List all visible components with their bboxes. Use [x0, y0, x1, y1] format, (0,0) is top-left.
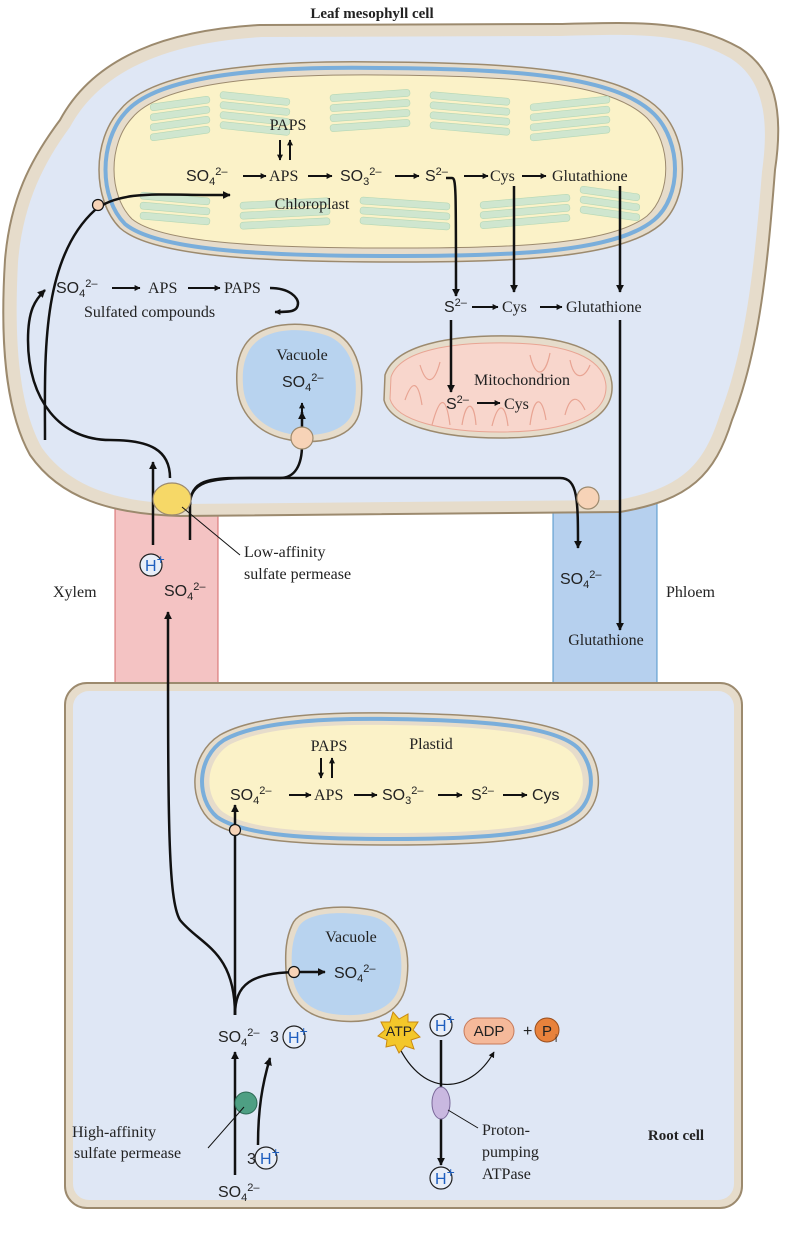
phloem-label: Phloem: [666, 584, 715, 601]
outside-sulfate: SO42–: [218, 1182, 260, 1204]
adp-badge: [463, 1017, 515, 1045]
atpase-label-line1: Proton-: [482, 1122, 530, 1139]
leader-lines: [181, 506, 479, 1149]
reaction-arrows: [112, 139, 563, 798]
chloroplast-paps: PAPS: [270, 117, 307, 134]
root-cell-label: Root cell: [648, 1128, 704, 1144]
root-cytosol-h-plus: H+: [288, 1023, 308, 1047]
low-affinity-label-line1: Low-affinity: [244, 544, 325, 561]
chloroplast-sulfate: SO42–: [186, 166, 228, 188]
plastid-paps: PAPS: [311, 738, 348, 755]
chloroplast-aps: APS: [269, 168, 298, 185]
mitochondrion-label: Mitochondrion: [474, 372, 570, 389]
plastid-sulfite: SO32–: [382, 785, 424, 807]
leaf-vacuole-sulfate: SO42–: [282, 372, 324, 394]
atp-adp-arc: [394, 1037, 495, 1086]
plastid-label: Plastid: [409, 736, 453, 753]
high-affinity-label-line1: High-affinity: [72, 1124, 156, 1141]
leaf-cytosol-sulfate: SO42–: [56, 278, 98, 300]
phloem-transporter: [576, 486, 600, 510]
chloroplast-sulfite: SO32–: [340, 166, 382, 188]
adp-label: ADP: [474, 1023, 505, 1040]
chloroplast-transporter: [91, 198, 105, 212]
mitochondrion: [383, 335, 613, 439]
plastid-sulfide: S2–: [471, 785, 495, 804]
phloem-sulfate: SO42–: [560, 569, 602, 591]
plus-sign: +: [523, 1023, 532, 1040]
plastid-sulfate: SO42–: [230, 785, 272, 807]
leaf-vacuole: [236, 323, 363, 443]
high-affinity-sulfate-permease: [234, 1091, 258, 1115]
plastid-aps: APS: [314, 787, 343, 804]
root-vacuole-transporter: [287, 965, 301, 979]
sulfated-compounds-label: Sulfated compounds: [84, 304, 215, 321]
atpase-label-line2: pumping: [482, 1144, 539, 1161]
low-affinity-label-line2: sulfate permease: [244, 566, 351, 583]
root-vacuole-sulfate: SO42–: [334, 963, 376, 985]
outside-h-plus-2: H+: [435, 1164, 455, 1188]
leaf-cytosol-paps: PAPS: [224, 280, 261, 297]
atp-burst-icon: [377, 1010, 421, 1054]
atpase-h-plus: H+: [435, 1011, 455, 1035]
mitochondrion-sulfide: S2–: [446, 394, 470, 413]
chloroplast: [98, 61, 684, 263]
plastid-cys: Cys: [532, 787, 560, 804]
proton-pumping-atpase: [431, 1086, 451, 1120]
outside-three: 3: [247, 1151, 256, 1168]
flow-arrows: [26, 176, 624, 1175]
leaf-vacuole-label: Vacuole: [276, 347, 328, 364]
root-vacuole-label: Vacuole: [325, 929, 377, 946]
proton-circles: [139, 553, 453, 1190]
chloroplast-glutathione: Glutathione: [552, 168, 628, 185]
root-vacuole: [284, 906, 409, 1023]
leaf-cytosol-sulfide: S2–: [444, 297, 468, 316]
outside-h-plus: H+: [260, 1144, 280, 1168]
mitochondrion-cys: Cys: [504, 396, 529, 413]
high-affinity-label-line2: sulfate permease: [74, 1145, 181, 1162]
leaf-cytosol-glutathione: Glutathione: [566, 299, 642, 316]
plastid-transporter: [228, 823, 242, 837]
pi-badge: [534, 1017, 560, 1043]
root-cytosol-sulfate: SO42–: [218, 1027, 260, 1049]
chloroplast-cys: Cys: [490, 168, 515, 185]
chloroplast-label: Chloroplast: [275, 196, 350, 213]
low-affinity-sulfate-permease: [152, 482, 192, 516]
leaf-cell-title: Leaf mesophyll cell: [310, 6, 433, 22]
xylem-h-plus: H+: [145, 551, 165, 575]
plastid: [194, 712, 599, 846]
atp-label: ATP: [386, 1023, 412, 1039]
atpase-label-line3: ATPase: [482, 1166, 531, 1183]
root-cytosol-three: 3: [270, 1029, 279, 1046]
xylem-sulfate: SO42–: [164, 581, 206, 603]
leaf-cytosol-cys: Cys: [502, 299, 527, 316]
phloem-glutathione-label: Glutathione: [568, 632, 644, 649]
xylem-label: Xylem: [53, 584, 97, 601]
leaf-cytosol-aps: APS: [148, 280, 177, 297]
leaf-vacuole-transporter: [290, 426, 314, 450]
chloroplast-sulfide: S2–: [425, 166, 449, 185]
